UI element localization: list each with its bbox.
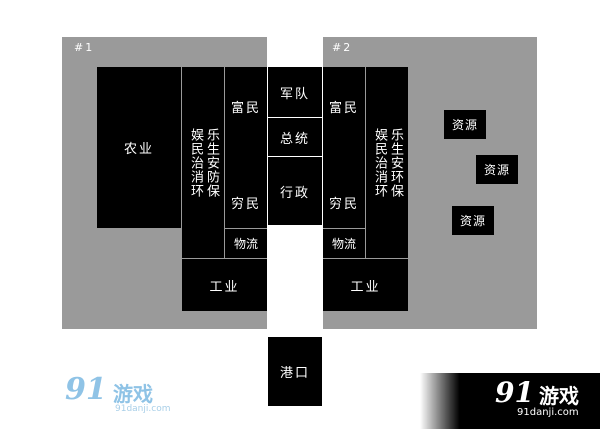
president-block[interactable]: 总统 <box>268 118 322 156</box>
zone-2-label: #2 <box>332 41 353 54</box>
zone-2-industry-label: 工业 <box>350 279 381 295</box>
zone-1-happiness-col-2: 娱民治消环 <box>188 127 203 198</box>
zone-2-happiness-text: 乐生安环保 娱民治消环 <box>372 127 403 198</box>
watermark-number-left: 91 <box>65 372 107 407</box>
zone-2-logistics-block[interactable]: 物流 <box>323 229 365 258</box>
farm-label: 农业 <box>123 142 154 157</box>
zone-2-happiness-block[interactable]: 乐生安环保 娱民治消环 <box>366 67 408 258</box>
watermark-number-right: 91 <box>495 376 534 409</box>
zone-1-happiness-col-1: 乐生安防保 <box>204 127 219 198</box>
zone-2-residents-block[interactable]: 富民 穷民 <box>323 67 365 228</box>
administration-block[interactable]: 行政 <box>268 157 322 225</box>
watermark-gradient-bg <box>420 373 600 429</box>
zone-1-residents-block[interactable]: 富民 穷民 <box>225 67 267 228</box>
port-label: 港口 <box>279 366 310 381</box>
army-label: 军队 <box>279 86 310 102</box>
resource-block-1[interactable]: 资源 <box>444 110 486 139</box>
zone-1-poor-label: 穷民 <box>230 197 261 212</box>
zone-1-industry-label: 工业 <box>209 279 240 295</box>
zone-1-rich-label: 富民 <box>230 101 261 116</box>
army-block[interactable]: 军队 <box>268 67 322 117</box>
port-block[interactable]: 港口 <box>268 337 322 406</box>
resource-block-3[interactable]: 资源 <box>452 206 494 235</box>
zone-2-happiness-col-1: 乐生安环保 <box>388 127 403 198</box>
zone-2-poor-label: 穷民 <box>328 197 359 212</box>
zone-2-happiness-col-2: 娱民治消环 <box>372 127 387 198</box>
president-label: 总统 <box>279 131 310 147</box>
zone-1-logistics-block[interactable]: 物流 <box>225 229 267 258</box>
resource-block-2[interactable]: 资源 <box>476 155 518 184</box>
zone-1-logistics-label: 物流 <box>233 237 258 251</box>
watermark-text-right: 游戏 <box>539 384 579 408</box>
watermark-logo-left: 91 游戏 91danji.com <box>65 372 175 417</box>
administration-label: 行政 <box>279 185 310 201</box>
watermark-domain-left: 91danji.com <box>115 404 171 414</box>
zone-2-logistics-label: 物流 <box>331 237 356 251</box>
watermark-domain-right: 91danji.com <box>517 407 579 418</box>
zone-2-industry-block[interactable]: 工业 <box>323 259 408 311</box>
watermark-text-left: 游戏 <box>113 382 153 406</box>
zone-2-rich-label: 富民 <box>328 101 359 116</box>
watermark-logo-right: 91 游戏 91danji.com <box>495 376 600 424</box>
zone-1-happiness-text: 乐生安防保 娱民治消环 <box>188 127 219 198</box>
farm-block[interactable]: 农业 <box>97 67 181 228</box>
zone-1-label: #1 <box>74 41 95 54</box>
zone-1-industry-block[interactable]: 工业 <box>182 259 267 311</box>
zone-1-happiness-block[interactable]: 乐生安防保 娱民治消环 <box>182 67 224 258</box>
